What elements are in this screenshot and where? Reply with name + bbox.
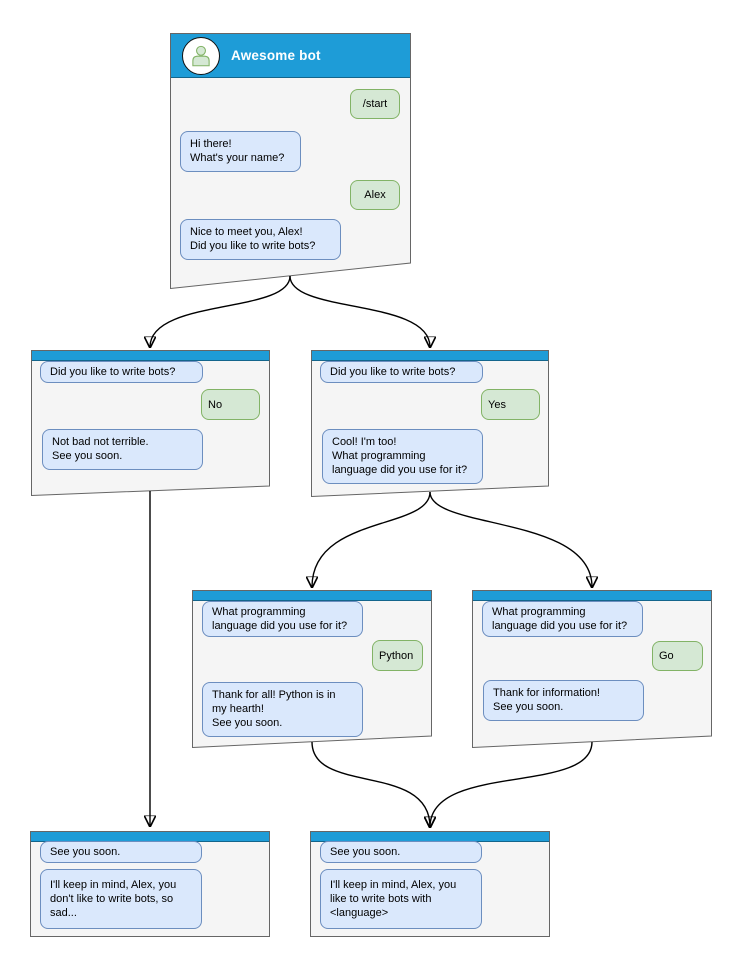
user-message-bubble[interactable]: Python — [372, 640, 423, 671]
edge-go-branch-to-end-yes[interactable] — [430, 741, 593, 827]
edge-yes-branch-to-python-branch[interactable] — [312, 491, 431, 587]
bot-message-bubble[interactable]: See you soon. — [40, 841, 202, 863]
chat-node-yes-branch[interactable]: Did you like to write bots? Yes Cool! I'… — [311, 350, 549, 497]
node-title: Awesome bot — [231, 48, 321, 63]
edge-python-branch-to-end-yes[interactable] — [311, 741, 430, 827]
bot-message-bubble[interactable]: Did you like to write bots? — [320, 361, 483, 383]
user-message-bubble[interactable]: /start — [350, 89, 400, 119]
bot-message-bubble[interactable]: Thank for all! Python is in my hearth! S… — [202, 682, 363, 737]
bot-message-bubble[interactable]: What programming language did you use fo… — [202, 601, 363, 637]
bot-message-bubble[interactable]: Thank for information! See you soon. — [483, 680, 644, 721]
node-title-bar — [312, 351, 548, 361]
bot-message-bubble[interactable]: Hi there! What's your name? — [180, 131, 301, 172]
node-title-bar — [473, 591, 711, 601]
user-message-bubble[interactable]: Go — [652, 641, 703, 671]
bot-message-bubble[interactable]: Not bad not terrible. See you soon. — [42, 429, 203, 470]
node-title-bar — [32, 351, 269, 361]
bot-message-bubble[interactable]: I'll keep in mind, Alex, you don't like … — [40, 869, 202, 929]
user-avatar-icon — [182, 36, 220, 75]
bot-message-bubble[interactable]: Cool! I'm too! What programming language… — [322, 429, 483, 484]
chat-node-go-branch[interactable]: What programming language did you use fo… — [472, 590, 712, 748]
edge-yes-branch-to-go-branch[interactable] — [429, 491, 592, 587]
bot-message-bubble[interactable]: Did you like to write bots? — [40, 361, 203, 383]
user-message-bubble[interactable]: No — [201, 389, 260, 420]
user-message-bubble[interactable]: Alex — [350, 180, 400, 210]
bot-message-bubble[interactable]: I'll keep in mind, Alex, you like to wri… — [320, 869, 482, 929]
chat-node-awesome-bot[interactable]: Awesome bot /start Hi there! What's your… — [170, 33, 411, 289]
node-title-bar: Awesome bot — [171, 34, 410, 78]
bot-message-bubble[interactable]: What programming language did you use fo… — [482, 601, 643, 637]
chat-node-end-yes[interactable]: See you soon. I'll keep in mind, Alex, y… — [310, 831, 550, 937]
chat-node-no-branch[interactable]: Did you like to write bots? No Not bad n… — [31, 350, 270, 496]
node-title-bar — [193, 591, 431, 601]
chat-node-python-branch[interactable]: What programming language did you use fo… — [192, 590, 432, 748]
bot-message-bubble[interactable]: See you soon. — [320, 841, 482, 863]
bot-message-bubble[interactable]: Nice to meet you, Alex! Did you like to … — [180, 219, 341, 260]
chat-node-end-no[interactable]: See you soon. I'll keep in mind, Alex, y… — [30, 831, 270, 937]
user-message-bubble[interactable]: Yes — [481, 389, 540, 420]
